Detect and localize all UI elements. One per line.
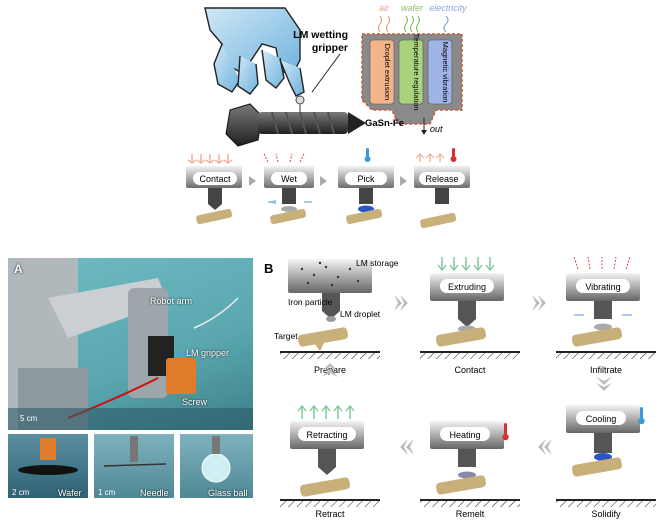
gripper-label-line2: gripper	[312, 42, 348, 54]
gripper-label-line1: LM wetting	[293, 29, 348, 41]
panel-b-letter: B	[264, 261, 273, 276]
step-retract: Retracting	[280, 404, 380, 507]
input-air-label: air	[379, 3, 390, 13]
step-infiltrate: Vibrating	[556, 256, 656, 359]
inset-needle-label: Needle	[140, 488, 169, 498]
step-release: Release	[414, 148, 470, 204]
step-pick: Pick	[338, 148, 394, 213]
label-screw: Screw	[182, 397, 208, 407]
step-prepare	[280, 259, 380, 359]
step-label-wet: Wet	[281, 174, 297, 184]
panel-a-main-photo	[8, 258, 253, 430]
inset-glass-ball-photo	[180, 434, 253, 498]
box-heating: Heating	[449, 430, 480, 440]
step-contact-b: Extruding	[420, 257, 520, 359]
scale-main: 5 cm	[20, 414, 38, 423]
out-label: out	[430, 124, 443, 134]
caption-retract: Retract	[315, 509, 345, 519]
robot-hand-illustration	[204, 7, 305, 112]
inset-wafer-photo	[8, 434, 88, 498]
panel-b-diagram: B LM storage Iron particle LM droplet Ta…	[264, 256, 656, 519]
label-lm-gripper: LM gripper	[186, 348, 230, 358]
inset-wafer-label: Wafer	[58, 488, 82, 498]
annot-lm-storage: LM storage	[356, 258, 399, 268]
thermometer-hot-icon	[452, 148, 455, 158]
inset-glass-ball-label: Glass ball	[208, 488, 248, 498]
caption-remelt: Remelt	[456, 509, 485, 519]
inset-needle-photo	[94, 434, 174, 498]
module-magnetic-vibration	[427, 39, 453, 105]
thermometer-cold-icon-b	[640, 407, 643, 419]
module-droplet-extrusion	[369, 39, 395, 105]
caption-contact: Contact	[454, 365, 486, 375]
thermometer-hot-icon-b	[504, 423, 507, 435]
annot-lm-droplet: LM droplet	[340, 309, 381, 319]
input-wavy-arrows	[377, 15, 449, 33]
box-retracting: Retracting	[306, 430, 347, 440]
step-label-release: Release	[425, 174, 458, 184]
thermometer-cold-icon	[366, 148, 369, 158]
input-electricity-label: electricity	[429, 3, 467, 13]
module-label-1: Droplet extrusion	[383, 44, 392, 101]
material-label: GaSn-Fe	[365, 118, 404, 129]
caption-solidify: Solidify	[591, 509, 621, 519]
step-remelt: Heating	[420, 421, 520, 507]
input-wafer-label: wafer	[401, 3, 424, 13]
module-label-3: Magnetic vibration	[441, 42, 450, 103]
inset-needle-scale: 1 cm	[98, 488, 116, 497]
label-robot-arm: Robot arm	[150, 296, 193, 306]
step-label-pick: Pick	[357, 174, 375, 184]
caption-infiltrate: Infiltrate	[590, 365, 622, 375]
inset-wafer-scale: 2 cm	[12, 488, 30, 497]
box-extruding: Extruding	[448, 282, 486, 292]
box-cooling: Cooling	[586, 414, 617, 424]
module-label-2: Temperature regulation	[412, 33, 421, 110]
module-temperature-regulation	[398, 39, 424, 105]
top-diagram: LM wetting gripper air wafer electricity…	[186, 3, 470, 229]
bolt-illustration	[225, 103, 366, 147]
step-solidify: Cooling	[556, 405, 656, 507]
step-label-contact: Contact	[199, 174, 231, 184]
box-vibrating: Vibrating	[585, 282, 620, 292]
annot-target: Target	[274, 331, 298, 341]
step-wet: Wet	[263, 153, 314, 212]
process-steps-top: Contact Wet Pick	[186, 148, 470, 229]
panel-a-letter: A	[14, 262, 23, 276]
step-contact: Contact	[186, 154, 242, 210]
annot-iron-particle: Iron particle	[288, 297, 333, 307]
